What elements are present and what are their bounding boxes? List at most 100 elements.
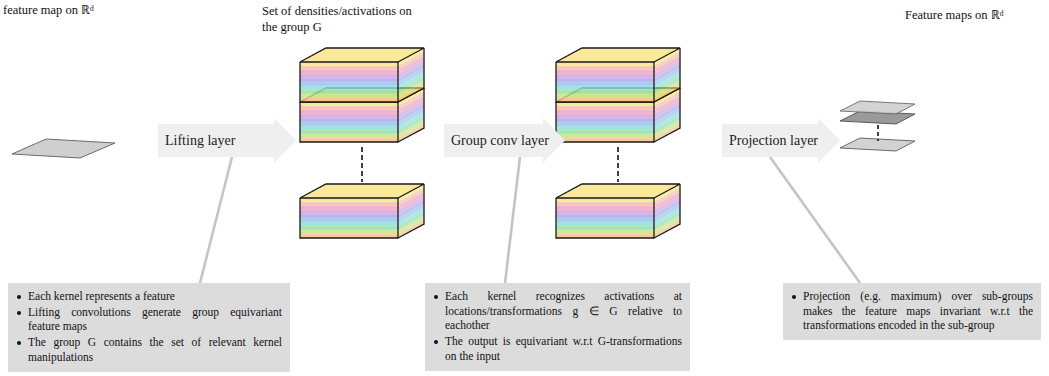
slab-front	[300, 106, 398, 110]
slab-edge	[300, 94, 398, 95]
layer-label: Lifting layer	[165, 133, 235, 149]
leader-line	[770, 157, 860, 283]
slab-edge	[300, 206, 398, 207]
note-box: Each kernel represents a featureLifting …	[8, 283, 290, 372]
slab-edge	[300, 110, 398, 111]
slab-front	[556, 222, 654, 226]
slab-edge	[300, 210, 398, 211]
slab-edge	[556, 90, 654, 91]
cube-outline	[556, 102, 654, 142]
bullet-dot	[17, 311, 21, 315]
slab-edge	[556, 86, 654, 87]
cube-outline	[654, 184, 680, 238]
slab-front	[300, 218, 398, 222]
slab-edge	[300, 114, 398, 115]
slab-edge	[300, 230, 398, 231]
slab-front	[556, 126, 654, 130]
cube-outline	[300, 184, 424, 198]
bullet-text: The group G contains the set of relevant…	[28, 336, 282, 363]
slab-edge	[300, 218, 398, 219]
slab-edge	[556, 82, 654, 83]
bullet-dot	[434, 295, 438, 299]
slab-edge	[300, 222, 398, 223]
slab-edge	[556, 74, 654, 75]
slab-front	[556, 130, 654, 134]
slab-front	[556, 214, 654, 218]
slab-edge	[300, 122, 398, 123]
slab-front	[556, 70, 654, 74]
slab-front	[556, 230, 654, 234]
group-activation-stack	[556, 48, 680, 238]
bullet-item: Each kernel represents a feature	[16, 289, 282, 304]
slab-front	[300, 122, 398, 126]
slab-edge	[556, 118, 654, 119]
slab-edge	[300, 214, 398, 215]
bullet-item: The output is equivariant w.r.t G-transf…	[433, 334, 682, 363]
cube-outline	[556, 48, 680, 62]
slab-edge	[300, 234, 398, 235]
slab-front	[556, 206, 654, 210]
cube-outline	[556, 62, 654, 102]
slab-front	[556, 94, 654, 98]
leader-line	[505, 157, 520, 283]
slab-front	[556, 90, 654, 94]
slab-front	[300, 66, 398, 70]
slab-front	[300, 110, 398, 114]
slab-edge	[300, 86, 398, 87]
slab-front	[300, 202, 398, 206]
slab-front	[300, 126, 398, 130]
activation-cube	[300, 48, 424, 102]
arrow-body	[158, 118, 296, 163]
slab-edge	[556, 126, 654, 127]
slab-edge	[556, 234, 654, 235]
slab-front	[300, 114, 398, 118]
bullet-text: Projection (e.g. maximum) over sub-group…	[803, 290, 1033, 331]
slab-edge	[556, 230, 654, 231]
slab-front	[556, 74, 654, 78]
cube-outline	[556, 184, 680, 198]
bullet-item: Lifting convolutions generate group equi…	[16, 305, 282, 334]
slab-edge	[556, 218, 654, 219]
slab-edge	[300, 202, 398, 203]
slab-edge	[300, 90, 398, 91]
cube-outline	[300, 48, 424, 62]
slab-edge	[556, 226, 654, 227]
bullet-text: Each kernel recognizes activations at lo…	[445, 290, 682, 331]
cube-outline	[300, 102, 398, 142]
bullet-dot	[17, 341, 21, 345]
layer-label: Group conv layer	[451, 133, 549, 149]
slab-edge	[556, 94, 654, 95]
caption-label: feature map on ℝᵈ	[3, 3, 203, 19]
slab-front	[300, 210, 398, 214]
slab-front	[300, 82, 398, 86]
slab-front	[300, 226, 398, 230]
slab-edge	[300, 118, 398, 119]
slab-edge	[300, 106, 398, 107]
bullet-text: Lifting convolutions generate group equi…	[28, 306, 282, 333]
cube-outline	[300, 62, 398, 102]
slab-edge	[556, 130, 654, 131]
slab-front	[300, 70, 398, 74]
slab-edge	[556, 66, 654, 67]
slab-edge	[300, 138, 398, 139]
slab-edge	[556, 206, 654, 207]
dashed-continuation	[617, 147, 619, 182]
slab-edge	[300, 126, 398, 127]
leader-line	[200, 157, 232, 283]
output-feature-map	[840, 101, 915, 114]
slab-edge	[556, 214, 654, 215]
slab-front	[300, 134, 398, 138]
slab-edge	[556, 210, 654, 211]
slab-edge	[556, 138, 654, 139]
slab-edge	[300, 226, 398, 227]
activation-cube	[556, 184, 680, 238]
slab-front	[556, 82, 654, 86]
bullet-item: The group G contains the set of relevant…	[16, 335, 282, 364]
slab-edge	[300, 82, 398, 83]
slab-front	[556, 110, 654, 114]
layer-label: Projection layer	[729, 133, 818, 149]
slab-edge	[300, 98, 398, 99]
slab-front	[300, 86, 398, 90]
slab-front	[300, 230, 398, 234]
slab-front	[556, 86, 654, 90]
